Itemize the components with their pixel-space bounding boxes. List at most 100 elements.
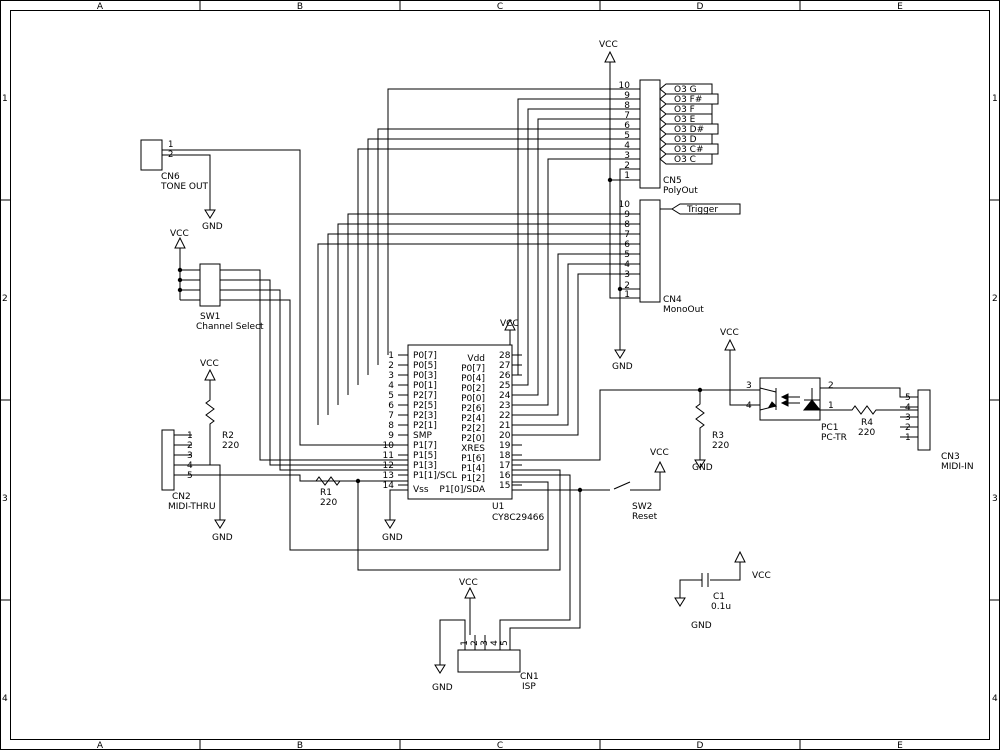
pc1-optocoupler: 3 4 2 1 PC1 PC-TR bbox=[746, 377, 847, 443]
net-wire bbox=[337, 223, 622, 405]
pin-number: 11 bbox=[383, 451, 394, 461]
pin-name: P1[2] bbox=[461, 474, 485, 484]
net-wire bbox=[387, 88, 622, 355]
pin-number: 4 bbox=[624, 141, 630, 151]
sw1-dip-switch: SW1 Channel Select bbox=[196, 263, 264, 332]
net-wire bbox=[377, 128, 622, 365]
pin-number: 18 bbox=[499, 451, 511, 461]
vcc-label: VCC bbox=[720, 328, 739, 338]
net-label-flag bbox=[659, 143, 719, 155]
pin-number: 4 bbox=[490, 640, 500, 646]
cn5-ref: CN5 bbox=[663, 176, 682, 186]
pin-name: P1[5] bbox=[413, 451, 437, 461]
pin-name: XRES bbox=[461, 444, 485, 454]
net-wire bbox=[317, 243, 622, 425]
vcc-symbol: VCC bbox=[734, 550, 771, 581]
pin-number: 5 bbox=[624, 131, 630, 141]
pc1-value: PC-TR bbox=[821, 433, 847, 443]
r3-resistor: R3 220 bbox=[695, 400, 729, 451]
pin-number: 2 bbox=[168, 150, 173, 160]
pin-number: 1 bbox=[187, 431, 193, 441]
col-marker-bottom: C bbox=[497, 741, 503, 750]
pin-number: 7 bbox=[388, 411, 394, 421]
cn5-net-labels: O3 G O3 F# O3 F O3 E O3 D# O3 D O3 C# O3… bbox=[659, 83, 719, 165]
col-marker-top: A bbox=[97, 2, 104, 12]
pin-number: 27 bbox=[499, 361, 510, 371]
u1-left-pins bbox=[398, 354, 408, 486]
gnd-symbol: GND bbox=[382, 519, 403, 543]
net-label: O3 F bbox=[674, 105, 695, 115]
row-marker-right: 1 bbox=[992, 94, 998, 104]
net-wire bbox=[512, 118, 622, 396]
r4-resistor: R4 220 bbox=[848, 405, 882, 438]
gnd-symbol: GND bbox=[202, 209, 223, 232]
net-wire bbox=[357, 148, 622, 385]
pin-number: 3 bbox=[624, 151, 630, 161]
col-marker-bottom: D bbox=[697, 741, 704, 750]
pin-number: 3 bbox=[187, 451, 193, 461]
cn4-ref: CN4 bbox=[663, 295, 682, 305]
pin-name: P1[1]/SCL bbox=[413, 471, 457, 481]
pin-number: 26 bbox=[499, 371, 511, 381]
gnd-symbol: GND bbox=[692, 459, 713, 473]
pin-name: SMP bbox=[413, 431, 432, 441]
net-wire bbox=[439, 619, 466, 665]
pin-name: P0[5] bbox=[413, 361, 437, 371]
vcc-symbol: VCC bbox=[170, 229, 189, 249]
net-wire bbox=[220, 269, 408, 461]
pin-number: 17 bbox=[499, 461, 510, 471]
net-wire bbox=[512, 389, 760, 461]
net-wire bbox=[512, 158, 622, 406]
pin-number: 14 bbox=[383, 481, 395, 491]
net-label: O3 E bbox=[674, 115, 696, 125]
cn4-connector: 10 9 8 7 6 5 4 3 2 1 Trigger CN4 MonoOut bbox=[619, 199, 741, 315]
pin-name: P0[4] bbox=[461, 374, 485, 384]
row-marker-right: 4 bbox=[992, 694, 998, 704]
pin-number: 6 bbox=[388, 401, 394, 411]
net-wire bbox=[512, 253, 622, 416]
vcc-label: VCC bbox=[170, 229, 189, 239]
net-label: O3 D# bbox=[674, 125, 704, 135]
pin-number: 19 bbox=[499, 441, 511, 451]
pin-number: 5 bbox=[388, 391, 394, 401]
net-label-flag bbox=[659, 133, 713, 145]
cn6-value: TONE OUT bbox=[160, 182, 209, 192]
net-label-flag bbox=[659, 83, 713, 95]
sw1-ref: SW1 bbox=[200, 312, 220, 322]
pin-name: P0[3] bbox=[413, 371, 437, 381]
net-wire bbox=[630, 472, 661, 491]
pin-name: Vdd bbox=[467, 354, 485, 364]
c1-capacitor: C1 0.1u bbox=[701, 573, 731, 612]
net-wire bbox=[162, 154, 211, 210]
r2-value: 220 bbox=[222, 441, 239, 451]
gnd-symbol: GND bbox=[432, 664, 453, 693]
net-label-flag bbox=[659, 153, 713, 165]
cn1-ref: CN1 bbox=[520, 672, 539, 682]
gnd-symbol: GND bbox=[612, 349, 633, 372]
pin-number: 4 bbox=[187, 461, 193, 471]
pin-number: 2 bbox=[624, 281, 630, 291]
vcc-label: VCC bbox=[500, 319, 519, 329]
col-marker-bottom: E bbox=[897, 741, 903, 750]
net-label-flag bbox=[659, 123, 719, 135]
net-label: O3 C bbox=[674, 155, 696, 165]
pin-name: P1[6] bbox=[461, 454, 485, 464]
cn1-value: ISP bbox=[522, 682, 536, 692]
u1-right-pin-names: Vdd P0[7] P0[4] P0[2] P0[0] P2[6] P2[4] … bbox=[439, 354, 485, 495]
pin-number: 2 bbox=[470, 640, 480, 646]
u1-microcontroller: 1 2 3 4 5 6 7 8 9 10 11 12 13 14 P0[7] P… bbox=[383, 344, 545, 523]
pin-name: P2[7] bbox=[413, 391, 437, 401]
pin-name: P0[7] bbox=[413, 351, 437, 361]
net-label: Trigger bbox=[686, 205, 718, 215]
pin-number: 28 bbox=[499, 351, 511, 361]
gnd-label: GND bbox=[432, 683, 453, 693]
u1-value: CY8C29466 bbox=[492, 513, 545, 523]
cn6-connector: 1 2 CN6 TONE OUT bbox=[140, 139, 209, 192]
net-wire bbox=[220, 279, 408, 466]
sw2-pushbutton: SW2 Reset bbox=[610, 481, 658, 522]
net-wire bbox=[619, 168, 622, 350]
gnd-label: GND bbox=[202, 222, 223, 232]
pin-name: P1[0]/SDA bbox=[439, 485, 485, 495]
pin-name: P1[3] bbox=[413, 461, 437, 471]
